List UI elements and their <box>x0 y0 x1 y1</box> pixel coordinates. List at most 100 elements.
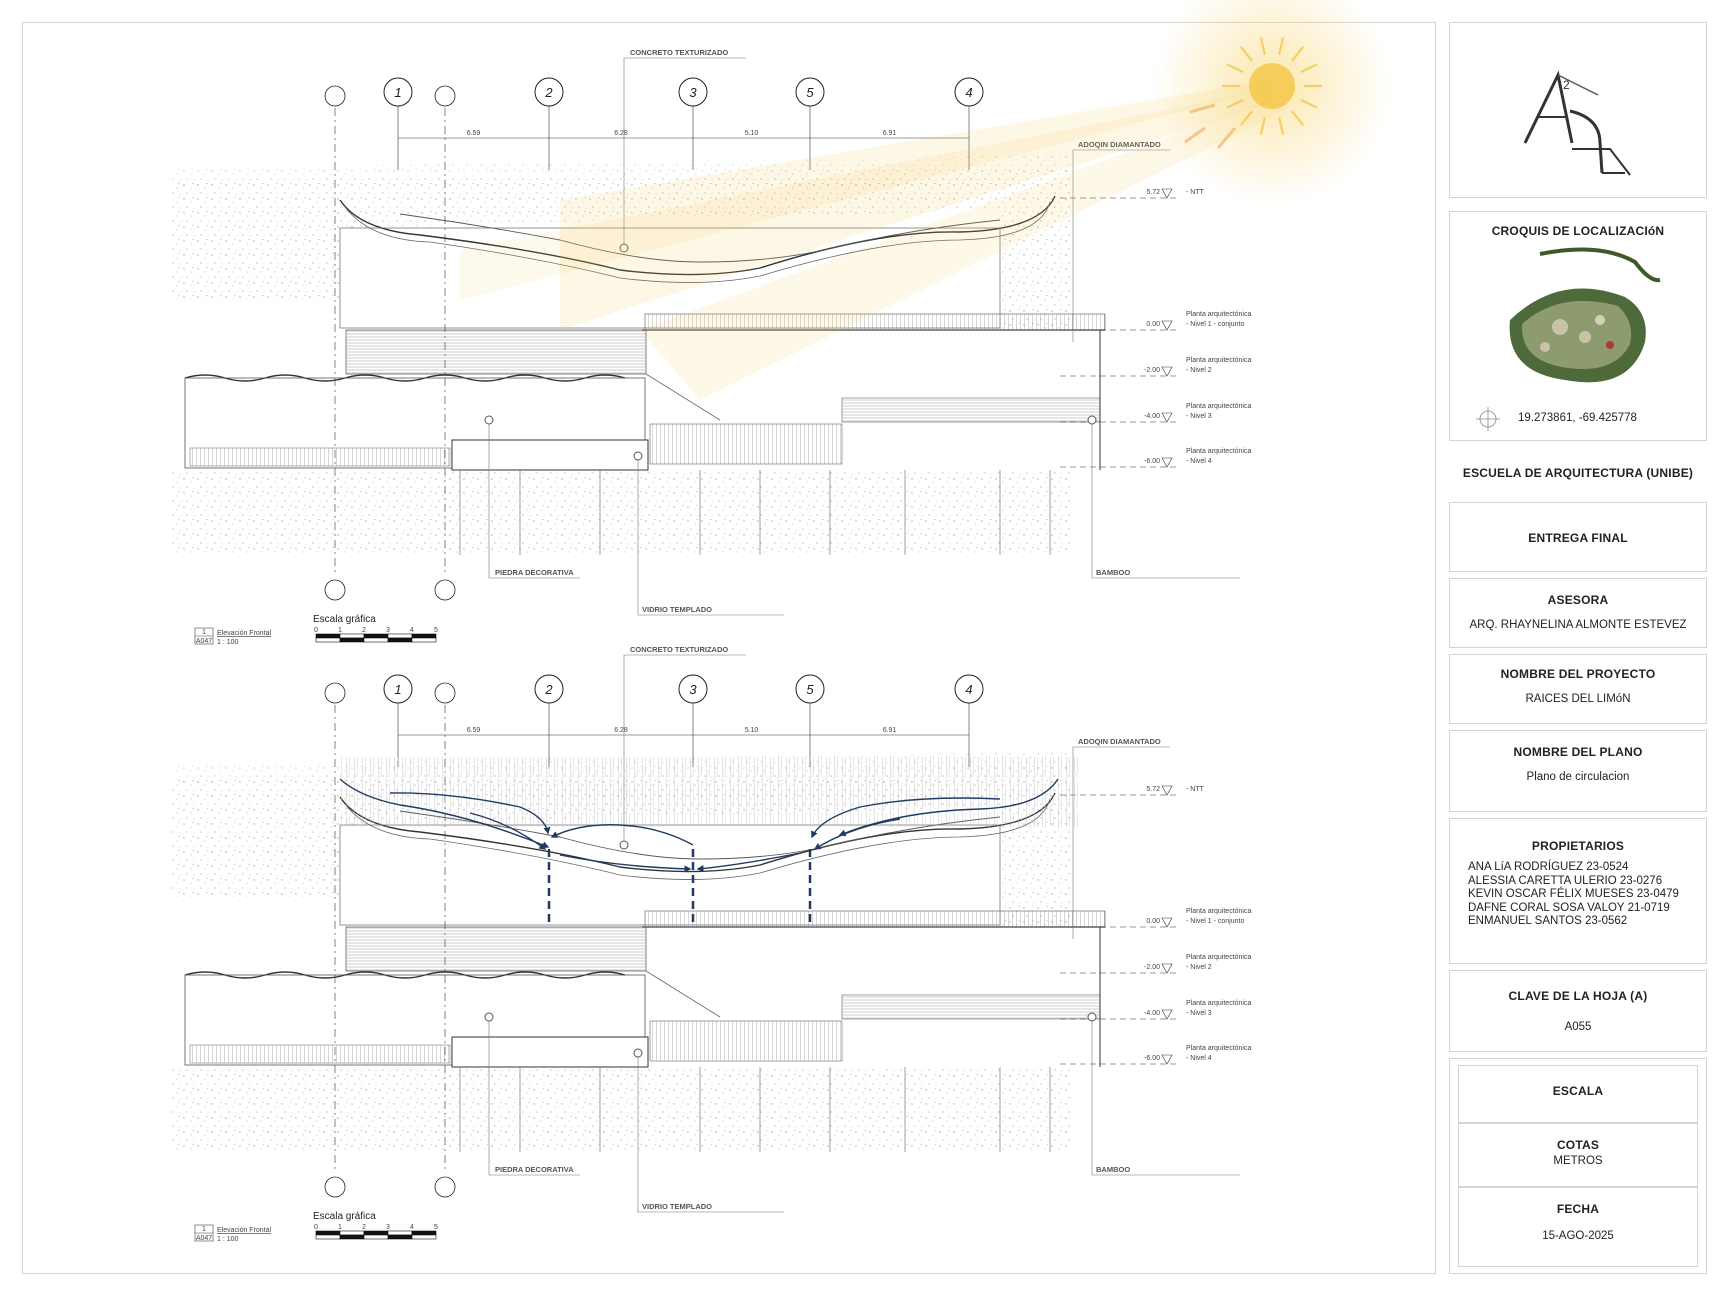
owners-list: ANA LíA RODRÍGUEZ 23-0524 ALESSIA CARETT… <box>1468 861 1706 929</box>
water-flow-arrow <box>696 852 801 872</box>
vegetation-hatch <box>340 757 1080 827</box>
date-cell: FECHA 15-AGO-2025 <box>1458 1187 1698 1267</box>
leader-dot <box>619 840 629 850</box>
level-value: -2.00 <box>1144 367 1160 374</box>
water-flow-arrow <box>550 824 694 846</box>
school-name: ESCUELA DE ARQUITECTURA (UNIBE) <box>1462 466 1694 480</box>
scale-group: ESCALA COTAS METROS FECHA 15-AGO-2025 <box>1449 1058 1707 1274</box>
view-tag-scale: 1 : 100 <box>217 639 239 646</box>
scale-bar-tick: 0 <box>314 1224 318 1231</box>
scale-bar-tick: 1 <box>338 627 342 634</box>
scale-bar-segment <box>315 1234 341 1240</box>
lower-volume <box>451 439 649 471</box>
leader <box>1072 149 1170 342</box>
dimension-value: 6.59 <box>467 130 481 137</box>
section-marker <box>324 682 346 704</box>
roof-wave <box>339 195 1056 276</box>
grid-label: 4 <box>965 85 972 100</box>
level-suffix: - NTT <box>1186 786 1205 793</box>
date-value: 15-AGO-2025 <box>1542 1230 1614 1242</box>
water-flow-arrow <box>559 854 692 873</box>
advisor-value: ARQ. RHAYNELINA ALMONTE ESTEVEZ <box>1469 619 1687 631</box>
grid-label: 2 <box>544 682 553 697</box>
view-tag-title: Elevación Frontal <box>217 630 272 637</box>
level-name: Planta arquitectónica <box>1186 448 1251 455</box>
sun-ray <box>1291 46 1305 62</box>
advisor-label: ASESORA <box>1547 593 1609 607</box>
annotation-vidrio: VIDRIO TEMPLADO <box>642 1202 712 1211</box>
owner-name: ALESSIA CARETTA ULERIO 23-0276 <box>1468 874 1663 887</box>
sun-ray <box>1278 37 1285 56</box>
hill-hatch <box>172 155 1070 190</box>
sheet-key-value: A055 <box>1564 1021 1592 1033</box>
sheet-border <box>22 22 1436 1274</box>
level-value: -4.00 <box>1144 1010 1160 1017</box>
sun-arrow-icon <box>1184 126 1206 144</box>
scale-bar-tick: 2 <box>362 1224 366 1231</box>
project-value: RAICES DEL LIMóN <box>1525 693 1631 705</box>
level-name: Planta arquitectónica <box>1186 954 1251 961</box>
level-name: Planta arquitectónica <box>1186 908 1251 915</box>
grid-bubble <box>678 77 708 107</box>
scale-bar-tick: 1 <box>338 1224 342 1231</box>
level-marker-icon <box>1161 963 1173 974</box>
grid-bubble <box>795 674 825 704</box>
level-suffix: - NTT <box>1186 189 1205 196</box>
location-coords: 19.273861, -69.425778 <box>1518 412 1637 424</box>
scale-bar-segment <box>315 637 341 643</box>
scale-bar-segment <box>339 637 365 643</box>
grid-bubble <box>534 77 564 107</box>
level-value: -2.00 <box>1144 964 1160 971</box>
logo-cell: 2 <box>1449 22 1707 198</box>
wavy-canopy <box>184 374 626 382</box>
level-value: 5.72 <box>1146 786 1160 793</box>
scale-bar-tick: 5 <box>434 627 438 634</box>
level-marker-icon <box>1161 412 1173 423</box>
level-suffix: - Nivel 4 <box>1186 1055 1212 1062</box>
owner-name: DAFNE CORAL SOSA VALOY 21-0719 <box>1468 901 1670 914</box>
units-label: COTAS <box>1556 1138 1600 1152</box>
level-4-railing <box>649 423 843 465</box>
annotation-bamboo: BAMBOO <box>1096 568 1130 577</box>
level-marker-icon <box>1161 457 1173 468</box>
level-3-deck <box>841 397 1101 423</box>
scale-bar-tick: 4 <box>410 627 414 634</box>
advisor-cell: ASESORA ARQ. RHAYNELINA ALMONTE ESTEVEZ <box>1449 578 1707 648</box>
project-label: NOMBRE DEL PROYECTO <box>1500 667 1656 681</box>
view-tag-number: 1 <box>202 1226 206 1233</box>
leader <box>637 456 784 616</box>
scale-bar-segment <box>363 1230 389 1236</box>
scale-bar-segment <box>411 1234 437 1240</box>
sun-ray <box>1259 116 1266 135</box>
level-name: Planta arquitectónica <box>1186 403 1251 410</box>
sun-arrow-icon <box>1189 103 1216 114</box>
grid-label: 3 <box>689 85 697 100</box>
scale-bar-tick: 5 <box>434 1224 438 1231</box>
sun-ray-band <box>460 90 1265 300</box>
scale-bar-segment <box>339 1234 365 1240</box>
scale-bar-segment <box>411 633 437 639</box>
scale-bar-segment <box>411 637 437 643</box>
annotation-adoquin: ADOQIN DIAMANTADO <box>1078 140 1161 149</box>
level-suffix: - Nivel 3 <box>1186 1010 1212 1017</box>
location-title: CROQUIS DE LOCALIZACIóN <box>1491 224 1665 238</box>
grid-label: 2 <box>544 85 553 100</box>
scale-bar-tick: 0 <box>314 627 318 634</box>
level-4-railing <box>649 1020 843 1062</box>
railing <box>644 910 1106 928</box>
stair-diagonal <box>645 373 721 421</box>
leader-dot <box>484 415 494 425</box>
scale-bar-segment <box>363 1234 389 1240</box>
level-marker-icon <box>1161 320 1173 331</box>
sun-ray-band <box>560 80 1280 330</box>
leader <box>623 57 746 248</box>
leader <box>1091 420 1240 579</box>
annotation-concrete: CONCRETO TEXTURIZADO <box>630 48 728 57</box>
level-marker-icon <box>1161 1009 1173 1020</box>
sun-arrow-icon <box>1216 127 1237 149</box>
delivery-cell: ENTREGA FINAL <box>1449 502 1707 572</box>
grid-label: 1 <box>394 682 401 697</box>
leader <box>488 420 580 579</box>
